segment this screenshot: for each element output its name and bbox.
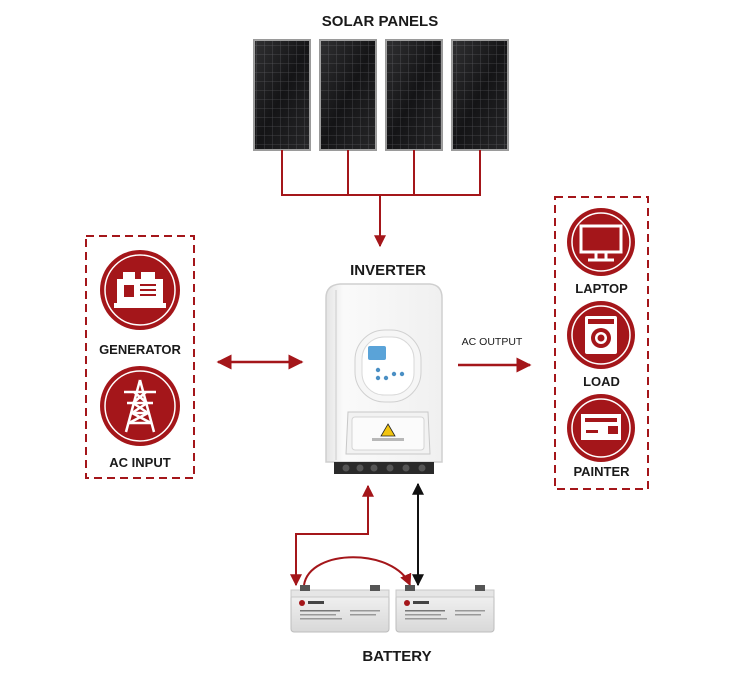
battery-wiring	[290, 482, 424, 587]
solar-panels-label: SOLAR PANELS	[321, 13, 439, 30]
solar-panel	[253, 39, 311, 151]
generator-icon	[100, 250, 180, 330]
battery-label: BATTERY	[362, 648, 432, 665]
battery-unit	[395, 585, 495, 633]
transmission-tower-icon	[100, 366, 180, 446]
solar-panel	[385, 39, 443, 151]
panel-wiring	[281, 150, 481, 248]
solar-panel-array	[253, 39, 509, 151]
inverter-unit	[325, 283, 443, 474]
solar-panel	[319, 39, 377, 151]
printer-icon	[567, 394, 635, 462]
ac-output-label: AC OUTPUT	[461, 336, 523, 348]
monitor-icon	[567, 208, 635, 276]
ac-source-box	[85, 235, 195, 479]
inverter-label: INVERTER	[350, 262, 426, 279]
washing-machine-icon	[567, 301, 635, 369]
laptop-label: LAPTOP	[575, 281, 628, 296]
load-box	[554, 196, 649, 490]
painter-label: PAINTER	[573, 464, 630, 479]
load-label: LOAD	[583, 374, 620, 389]
generator-label: GENERATOR	[99, 342, 181, 357]
solar-panel	[451, 39, 509, 151]
ac-input-label: AC INPUT	[109, 455, 171, 470]
battery-unit	[290, 585, 390, 633]
